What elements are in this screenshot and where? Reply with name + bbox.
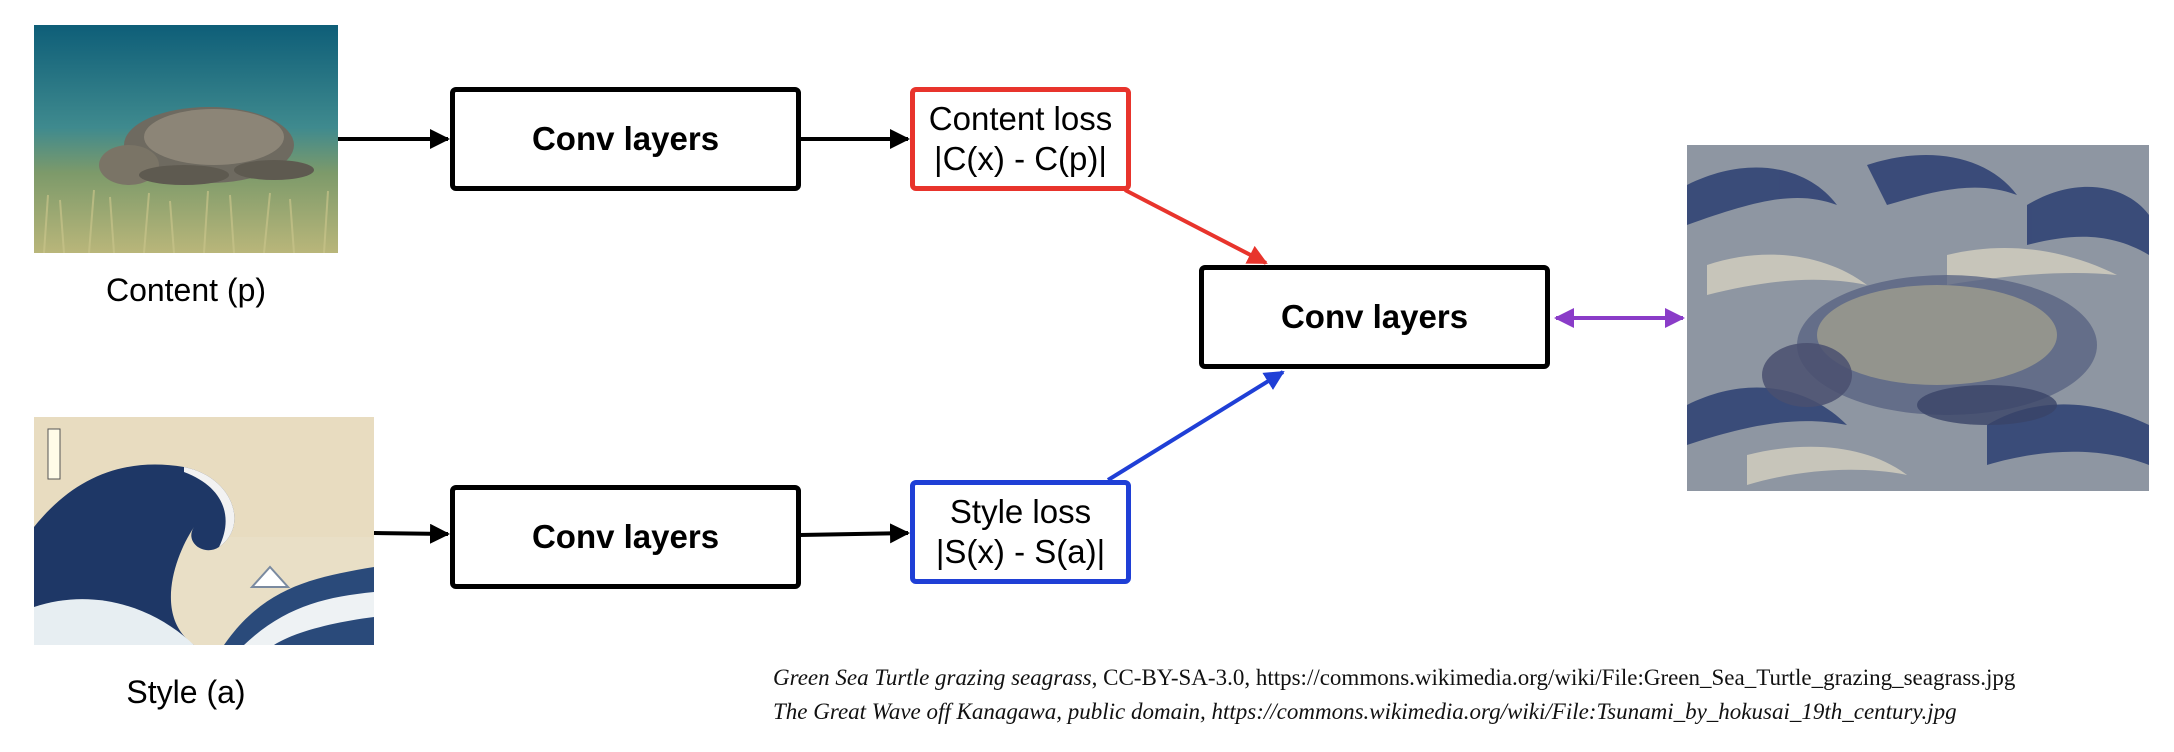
conv-layers-top-box: Conv layers	[450, 87, 801, 191]
credit-line-2-text: The Great Wave off Kanagawa, public doma…	[773, 699, 1957, 724]
arrow-content-loss-to-conv	[1124, 188, 1268, 265]
content-caption: Content (p)	[105, 272, 267, 308]
style-image	[34, 417, 374, 645]
content-loss-formula: |C(x) - C(p)|	[934, 140, 1107, 177]
arrow-style-to-conv	[373, 523, 450, 544]
arrow-conv-to-style-loss	[799, 523, 910, 544]
content-image	[34, 25, 338, 253]
credit-line-2: The Great Wave off Kanagawa, public doma…	[773, 699, 1957, 725]
stylized-turtle-image-icon	[1687, 145, 2149, 491]
conv-layers-center-box: Conv layers	[1199, 265, 1550, 369]
conv-layers-center-label: Conv layers	[1280, 298, 1469, 335]
conv-layers-bottom-box: Conv layers	[450, 485, 801, 589]
content-loss-box: Content loss |C(x) - C(p)|	[910, 87, 1131, 191]
style-loss-box: Style loss |S(x) - S(a)|	[910, 480, 1131, 584]
conv-layers-bottom-label: Conv layers	[531, 518, 720, 555]
sea-turtle-photo-icon	[34, 25, 338, 253]
conv-layers-top-label: Conv layers	[531, 120, 720, 157]
style-loss-title: Style loss	[949, 493, 1092, 530]
great-wave-painting-icon	[34, 417, 374, 645]
style-loss-formula: |S(x) - S(a)|	[935, 533, 1106, 570]
credit-line-1-rest: , CC-BY-SA-3.0, https://commons.wikimedi…	[1091, 665, 2016, 690]
credit-line-1: Green Sea Turtle grazing seagrass, CC-BY…	[773, 665, 2015, 691]
style-caption: Style (a)	[126, 674, 246, 710]
content-loss-title: Content loss	[928, 100, 1113, 137]
arrow-style-loss-to-conv	[1106, 370, 1285, 482]
output-image	[1687, 145, 2149, 491]
credit-line-1-title: Green Sea Turtle grazing seagrass	[773, 665, 1092, 690]
